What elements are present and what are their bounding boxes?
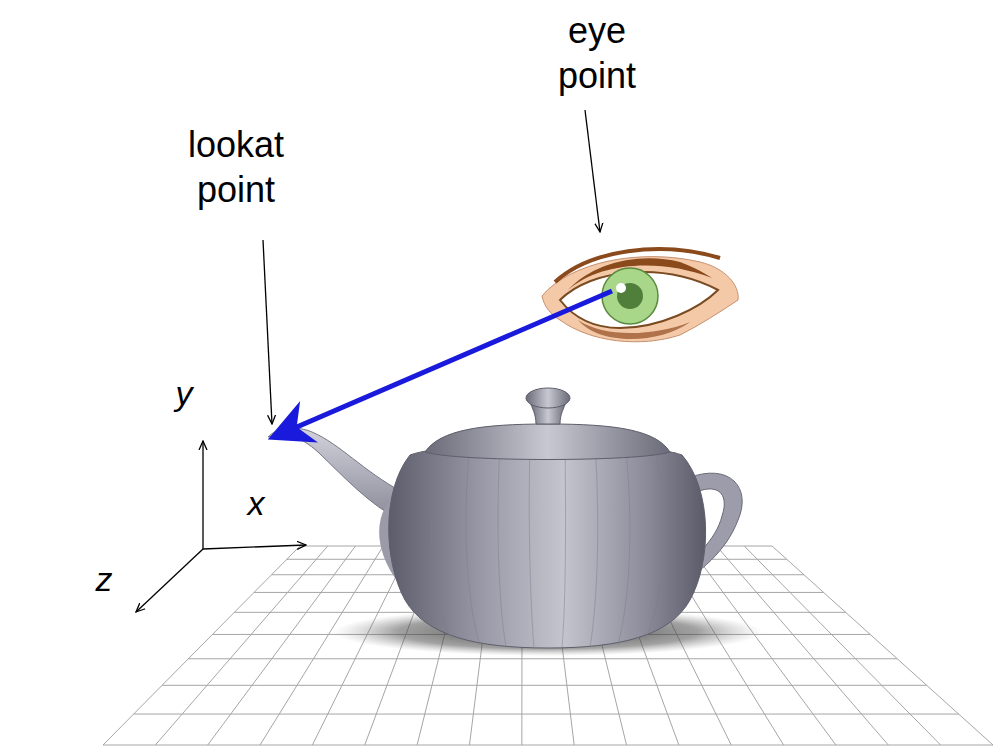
callout-label: lookat point — [166, 122, 306, 212]
teapot-facets — [431, 441, 663, 648]
coordinate-axes — [136, 441, 306, 612]
teapot-spout — [268, 428, 402, 520]
grid-line — [188, 658, 897, 659]
axis-label: z — [84, 558, 124, 601]
teapot-knob — [526, 388, 570, 408]
grid-line — [155, 546, 327, 745]
grid-line — [260, 546, 383, 745]
grid-line — [162, 685, 927, 686]
grid-line — [716, 546, 888, 745]
grid-line — [134, 714, 959, 715]
teapot-lid — [425, 424, 670, 460]
grid-line — [103, 745, 993, 746]
axis-label: x — [236, 482, 276, 525]
leader-arrow — [263, 240, 272, 424]
callout-label: eye point — [537, 8, 657, 98]
view-direction-arrow — [276, 291, 612, 436]
axis-label: y — [164, 372, 204, 415]
leader-arrow — [585, 110, 600, 232]
teapot-body — [389, 444, 706, 648]
grid-line — [208, 546, 356, 745]
eye-illustration — [542, 249, 738, 342]
grid-line — [103, 546, 300, 745]
grid-line — [772, 546, 993, 745]
grid-line — [744, 546, 940, 745]
